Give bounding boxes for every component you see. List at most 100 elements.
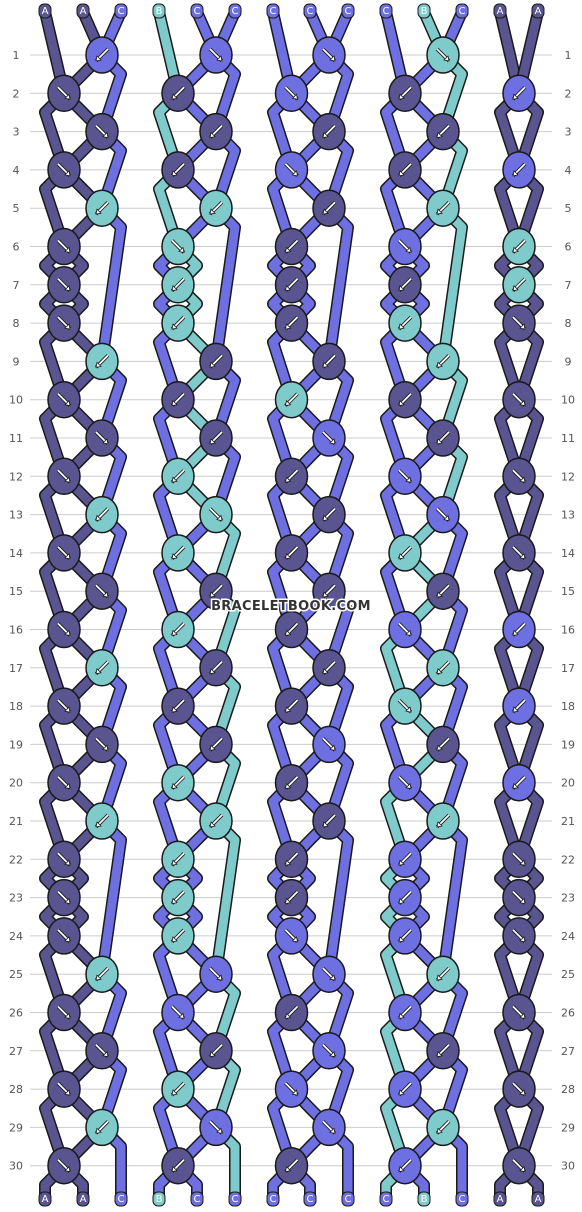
arrow-head-icon	[398, 93, 405, 100]
arrow-head-icon	[171, 170, 178, 177]
row-number-left: 11	[9, 432, 23, 445]
knot	[47, 457, 81, 496]
knot	[388, 610, 422, 649]
knot	[388, 227, 422, 266]
knot	[161, 227, 195, 266]
string-label-top-tab	[417, 3, 431, 19]
string-label-top-letter: C	[345, 6, 352, 17]
knot	[161, 534, 195, 572]
string-label-bottom: C	[455, 1191, 469, 1207]
arrow-head-icon	[95, 1127, 102, 1134]
arrow-head-icon	[95, 208, 102, 215]
string-label-bottom-tab	[152, 1191, 166, 1207]
knot	[274, 74, 309, 113]
string-label-bottom-letter: C	[459, 1194, 466, 1205]
row-number-left: 12	[9, 470, 23, 483]
arrow-head-icon	[291, 93, 299, 100]
arrow-head-icon	[398, 284, 405, 292]
knot	[388, 74, 422, 113]
arrow-head-icon	[519, 323, 526, 330]
knot	[199, 802, 233, 840]
string-label-bottom-letter: C	[383, 1194, 390, 1205]
knot	[388, 534, 422, 572]
knot	[161, 610, 195, 649]
knot	[199, 36, 233, 74]
knot	[199, 189, 233, 227]
arrow-head-icon	[171, 284, 178, 292]
arrow-head-icon	[64, 553, 71, 560]
arrow-head-icon	[209, 821, 216, 828]
arrow-head-icon	[405, 476, 412, 483]
knot	[426, 649, 460, 687]
arrow-head-icon	[329, 1127, 336, 1134]
row-number-left: 19	[9, 738, 23, 751]
string-label-bottom-letter: C	[118, 1194, 125, 1205]
arrow-head-icon	[284, 859, 292, 866]
row-number-right: 5	[565, 202, 572, 215]
arrow-head-icon	[171, 1165, 178, 1173]
row-number-right: 3	[565, 126, 572, 139]
knot	[388, 840, 422, 879]
knot	[199, 495, 233, 534]
arrow-head-icon	[519, 1165, 526, 1173]
arrow-head-icon	[443, 55, 450, 62]
knot	[161, 878, 195, 917]
knot	[85, 189, 119, 227]
string-label-top-letter: A	[497, 6, 504, 17]
arrow-head-icon	[436, 1050, 443, 1058]
knot	[47, 687, 81, 725]
string-label-bottom-tab	[266, 1191, 280, 1207]
string-label-top: C	[379, 3, 393, 19]
arrow-head-icon	[291, 170, 299, 177]
arrow-head-icon	[398, 859, 405, 866]
arrow-head-icon	[405, 782, 412, 790]
arrow-head-icon	[398, 553, 405, 560]
row-number-left: 18	[9, 700, 23, 713]
string-label-bottom-tab	[190, 1191, 204, 1207]
string-label-bottom-letter: C	[232, 1194, 239, 1205]
arrow-head-icon	[284, 629, 292, 637]
arrow-head-icon	[102, 131, 109, 139]
arrow-head-icon	[329, 438, 336, 445]
knot	[161, 1146, 195, 1185]
knot	[502, 266, 536, 304]
arrow-head-icon	[95, 55, 102, 62]
row-number-right: 28	[561, 1083, 575, 1096]
string-label-bottom: C	[379, 1191, 393, 1207]
row-number-right: 1	[565, 49, 572, 62]
knot	[47, 840, 81, 879]
knot	[426, 189, 460, 227]
knot	[85, 1108, 119, 1147]
knot	[502, 304, 536, 342]
row-number-right: 26	[561, 1007, 575, 1020]
arrow-head-icon	[519, 897, 526, 905]
knot	[502, 74, 536, 113]
knot	[274, 878, 309, 917]
knot	[312, 36, 346, 74]
string-label-top-tab	[38, 3, 52, 19]
row-number-left: 4	[13, 164, 20, 177]
row-number-right: 19	[561, 738, 575, 751]
arrow-head-icon	[284, 706, 292, 713]
string-label-top-letter: B	[156, 6, 163, 17]
arrow-head-icon	[284, 1165, 292, 1173]
string-label-top-tab	[493, 3, 507, 19]
knot	[312, 725, 346, 764]
string-label-top-letter: C	[383, 6, 390, 17]
knot	[502, 380, 536, 419]
knot	[388, 1070, 422, 1108]
string-label-bottom: C	[303, 1191, 317, 1207]
row-number-left: 26	[9, 1007, 23, 1020]
string-label-top-letter: C	[194, 6, 201, 17]
string-label-top: C	[266, 3, 280, 19]
knot	[199, 572, 233, 610]
arrow-head-icon	[171, 399, 178, 407]
arrow-head-icon	[64, 782, 71, 790]
knot	[312, 342, 346, 381]
knot	[47, 763, 81, 802]
string-label-top: C	[228, 3, 242, 19]
string-label-bottom-tab	[76, 1191, 90, 1207]
arrow-head-icon	[209, 744, 216, 751]
string-label-bottom-letter: A	[80, 1194, 87, 1205]
knot	[426, 495, 460, 534]
